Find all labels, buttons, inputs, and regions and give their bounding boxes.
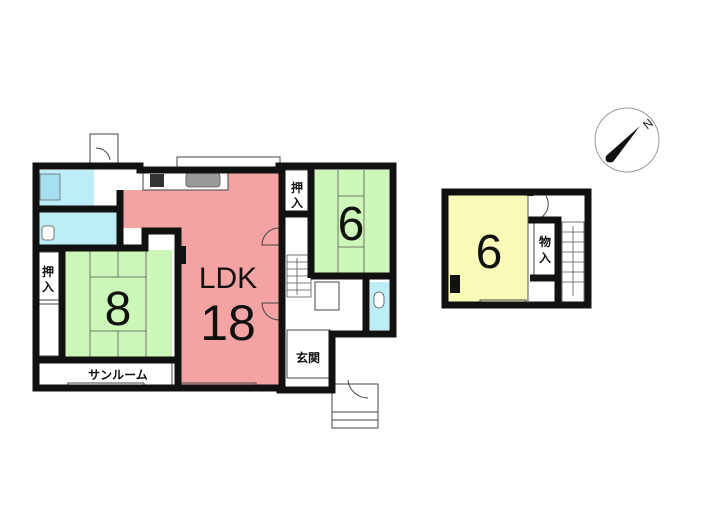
oshiire-right-label-2: 入: [291, 196, 303, 210]
ldk-room: [122, 170, 279, 388]
room-size: 6: [476, 226, 503, 279]
genkan-label: 玄関: [296, 350, 320, 365]
tatami6-size: 6: [338, 198, 365, 251]
sunroom-label: サンルーム: [88, 368, 148, 382]
ldk-label: LDK: [199, 262, 257, 295]
staircase: [286, 254, 312, 298]
compass: N: [594, 107, 660, 173]
tatami8-size: 8: [105, 283, 132, 336]
closet-left-lower: [35, 303, 63, 357]
sink-icon: [41, 225, 55, 241]
north-arrow-icon: [605, 126, 640, 163]
door-swing: [347, 379, 369, 399]
stove-icon: [150, 174, 164, 187]
window: [176, 156, 281, 168]
storage-label-2: 入: [539, 251, 551, 265]
kitchen-sink-icon: [185, 172, 221, 188]
bathtub: [39, 173, 61, 201]
tatami-lines: [89, 250, 147, 358]
oshiire-left-label-2: 入: [42, 280, 54, 294]
door-swing: [95, 147, 111, 161]
walls: [441, 188, 592, 309]
walls: [32, 162, 397, 394]
ldk-size: 18: [200, 295, 256, 351]
toilet-icon: [373, 291, 385, 309]
tatami-room-6: [313, 170, 389, 273]
storage: [314, 281, 340, 311]
oshiire-right-label-1: 押: [291, 180, 303, 195]
pillar: [450, 275, 460, 293]
second-floor: 6 物 入: [441, 188, 592, 309]
tatami-lines: [337, 170, 365, 273]
storage-label-1: 物: [539, 234, 551, 249]
oshiire-left-label-1: 押: [42, 264, 54, 279]
first-floor: LDK 18 8 6 押 入 押 入 サンルーム 玄関: [32, 133, 397, 429]
western-room-6: [448, 195, 528, 303]
staircase: [561, 221, 585, 303]
entrance-porch: [331, 383, 379, 429]
